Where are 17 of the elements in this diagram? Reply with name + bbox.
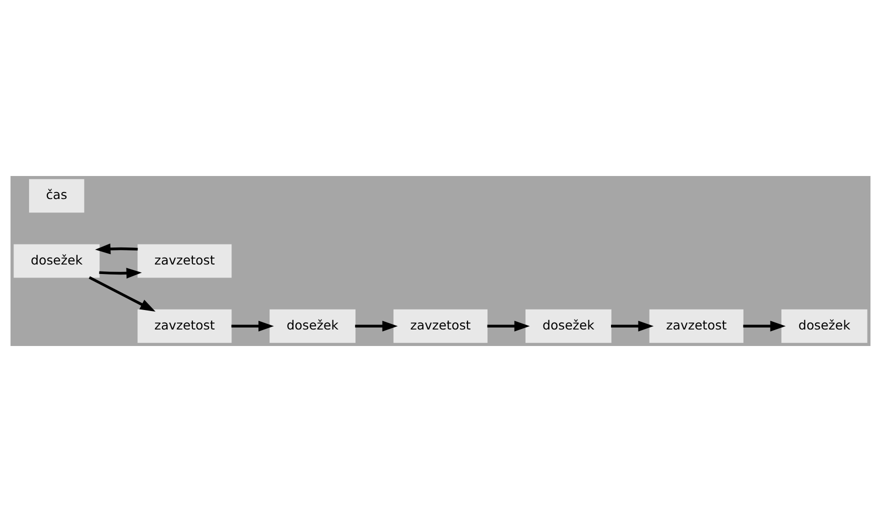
arrow — [88, 276, 156, 312]
arrow — [95, 244, 138, 254]
node-box: dosežek — [270, 309, 356, 343]
node-box: dosežek — [781, 309, 868, 343]
arrow — [611, 320, 654, 332]
arrow — [99, 268, 142, 279]
node-box: dosežek — [526, 309, 612, 343]
arrow — [231, 320, 274, 332]
arrow — [487, 320, 530, 332]
arrow — [355, 320, 398, 332]
node-box: zavzetost — [138, 309, 232, 343]
node-box: zavzetost — [138, 244, 232, 278]
node-box: zavzetost — [393, 309, 488, 343]
arrow — [743, 320, 786, 332]
node-box: čas — [29, 179, 84, 213]
node-box: dosežek — [14, 244, 100, 278]
node-box: zavzetost — [649, 309, 744, 343]
